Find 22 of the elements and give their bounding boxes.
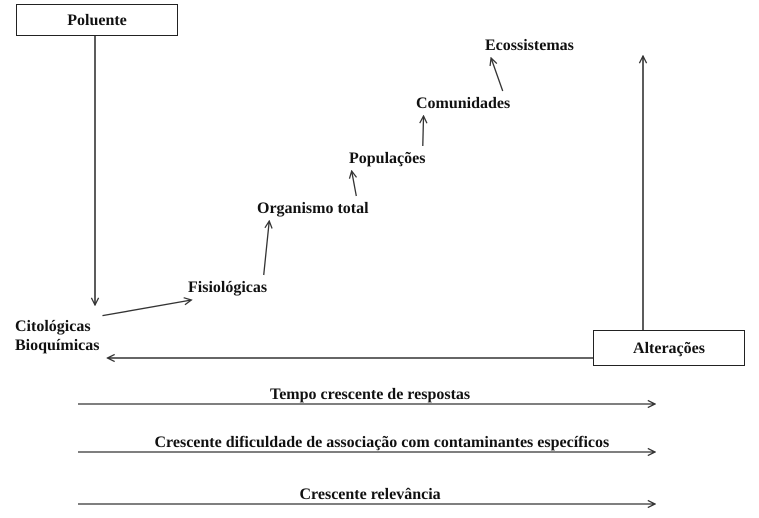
arrow [419,115,428,146]
process-box [16,4,178,36]
box-label: Poluente [67,10,127,30]
level-label: Citológicas [15,317,91,336]
process-box [593,330,745,366]
arrow [90,36,100,306]
arrow [263,220,273,276]
level-label: Organismo total [257,199,369,218]
axis-caption: Tempo crescente de respostas [270,386,470,404]
arrow [348,170,358,196]
arrow [102,297,192,316]
arrow [489,57,504,92]
level-label: Fisiológicas [188,278,268,297]
level-label: Comunidades [416,94,510,113]
box-label: Alterações [633,338,705,358]
arrow [106,354,593,362]
level-label: Bioquímicas [15,336,100,355]
arrow [638,55,648,330]
axis-caption: Crescente dificuldade de associação com contaminantes específicos [154,434,610,452]
level-label: Populações [349,149,426,168]
level-label: Ecossistemas [485,36,574,55]
axis-caption: Crescente relevância [300,486,441,504]
